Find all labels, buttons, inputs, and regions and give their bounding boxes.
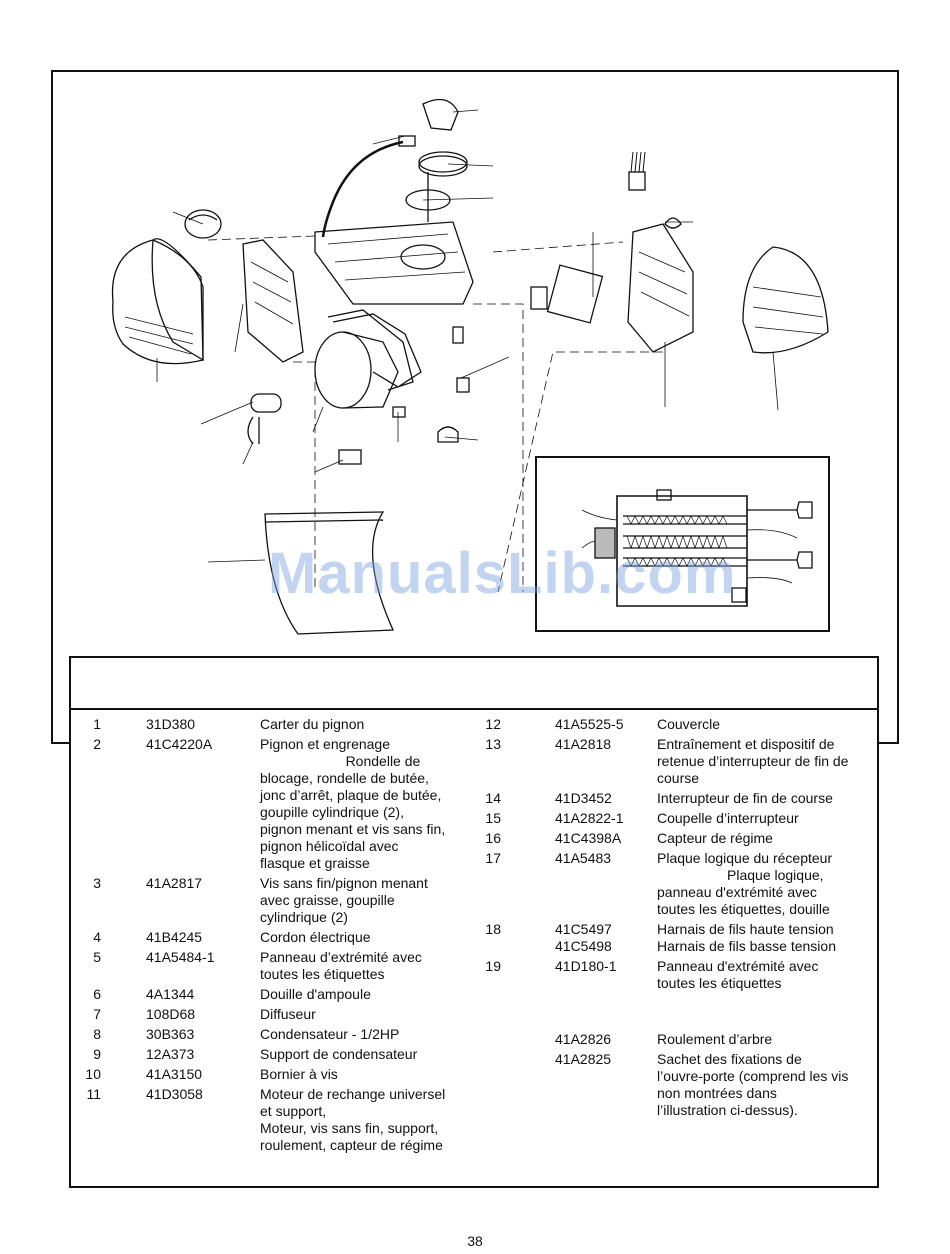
- part-number: 41A2826: [555, 1031, 612, 1047]
- part-number: 108D68: [146, 1006, 196, 1022]
- part-number: 41A5483: [555, 850, 612, 866]
- exploded-parts-diagram: [111, 98, 829, 635]
- part-number: 41A2817: [146, 875, 203, 891]
- part-number: 41C4220A: [146, 736, 213, 752]
- part-number: 4A1344: [146, 986, 195, 1002]
- sprocket: [418, 155, 468, 177]
- part-description: Pignon et engrenage Rondelle de blocage,…: [260, 736, 446, 871]
- part-number: 41A5525-5: [555, 716, 624, 732]
- terminal-block: [338, 449, 362, 465]
- light-socket: [530, 286, 548, 310]
- part-key-number: 16: [485, 830, 501, 846]
- part-key-number: 1: [93, 716, 101, 732]
- part-description: Panneau d’extrémité avec toutes les étiq…: [260, 949, 422, 982]
- part-number: 30B363: [146, 1026, 195, 1042]
- part-description: Couvercle: [657, 716, 721, 732]
- part-key-number: 15: [485, 810, 501, 826]
- part-number: 41D180-1: [555, 958, 617, 974]
- part-number: 41B4245: [146, 929, 203, 945]
- motor-bracket: [332, 313, 422, 388]
- part-key-number: 2: [93, 736, 101, 752]
- part-key-number: 12: [485, 716, 501, 732]
- part-key-number: 13: [485, 736, 501, 752]
- part-number: 41A3150: [146, 1066, 203, 1082]
- capacitor-bracket: [247, 416, 260, 445]
- watermark: ManualsLib.com: [268, 541, 737, 606]
- part-description: Harnais de fils haute tension Harnais de…: [657, 921, 836, 954]
- part-description: Carter du pignon: [260, 716, 365, 732]
- parts-list-table: 1 31D380 Carter du pignon 2 41C4220A Pignon e…: [69, 656, 879, 1188]
- left-cover: [151, 238, 204, 362]
- part-number: 41A5484-1: [146, 949, 215, 965]
- part-key-number: 9: [93, 1046, 101, 1062]
- part-key-number: 10: [85, 1066, 101, 1082]
- light-diffuser: [264, 511, 394, 635]
- part-number: 12A373: [146, 1046, 195, 1062]
- capacitor: [250, 393, 282, 413]
- part-description: Sachet des fixations de l’ouvre-porte (c…: [657, 1051, 849, 1118]
- end-panel-right: [627, 223, 694, 353]
- part-number: 41A2818: [555, 736, 612, 752]
- part-key-number: 11: [86, 1086, 101, 1102]
- table-header: [71, 658, 877, 710]
- logic-board: [546, 264, 604, 324]
- right-cover: [742, 246, 829, 354]
- page-number: 38: [467, 1233, 483, 1249]
- part-number: 41C5497 41C5498: [555, 921, 612, 954]
- wiring-inset-diagram: [581, 489, 813, 607]
- part-key-number: 6: [93, 986, 101, 1002]
- part-description: Moteur de rechange universel et support,…: [260, 1086, 446, 1153]
- part-description: Panneau d'extrémité avec toutes les étiq…: [657, 958, 819, 991]
- wiring-inset: [535, 456, 830, 632]
- part-description: Support de condensateur: [260, 1046, 418, 1062]
- part-description: Coupelle d’interrupteur: [657, 810, 799, 826]
- part-description: Plaque logique du récepteur Plaque logiq…: [657, 850, 833, 917]
- part-key-number: 5: [93, 949, 101, 965]
- part-description: Condensateur - 1/2HP: [260, 1026, 400, 1042]
- part-key-number: 7: [93, 1006, 101, 1022]
- power-cord: [321, 140, 404, 238]
- part-description: Diffuseur: [260, 1006, 316, 1022]
- light-lens: [184, 209, 222, 239]
- wire-harness: [628, 171, 646, 191]
- part-key-number: 4: [93, 929, 101, 945]
- part-description: Interrupteur de fin de course: [657, 790, 833, 806]
- part-description: Entraînement et dispositif de retenue d’…: [657, 736, 849, 786]
- part-key-number: 8: [93, 1026, 101, 1042]
- part-number: 31D380: [146, 716, 196, 732]
- part-number: 41A2825: [555, 1051, 612, 1067]
- sprocket-cover: [422, 98, 459, 131]
- part-description: Douille d'ampoule: [260, 986, 371, 1002]
- part-key-number: 17: [485, 850, 501, 866]
- end-panel-left: [242, 239, 304, 363]
- chassis-plate: [314, 221, 474, 305]
- part-key-number: 3: [93, 875, 101, 891]
- part-number: 41D3452: [555, 790, 612, 806]
- part-number: 41A2822-1: [555, 810, 624, 826]
- part-description: Vis sans fin/pignon menant avec graisse,…: [260, 875, 428, 925]
- part-key-number: 14: [485, 790, 501, 806]
- part-key-number: 19: [485, 958, 501, 974]
- part-key-number: 18: [485, 921, 501, 937]
- part-description: Bornier à vis: [260, 1066, 338, 1082]
- part-description: Capteur de régime: [657, 830, 773, 846]
- part-number: 41D3058: [146, 1086, 203, 1102]
- part-description: Roulement d’arbre: [657, 1031, 773, 1047]
- limit-knob: [664, 217, 682, 229]
- part-description: Cordon électrique: [260, 929, 371, 945]
- part-number: 41C4398A: [555, 830, 622, 846]
- motor: [314, 331, 372, 409]
